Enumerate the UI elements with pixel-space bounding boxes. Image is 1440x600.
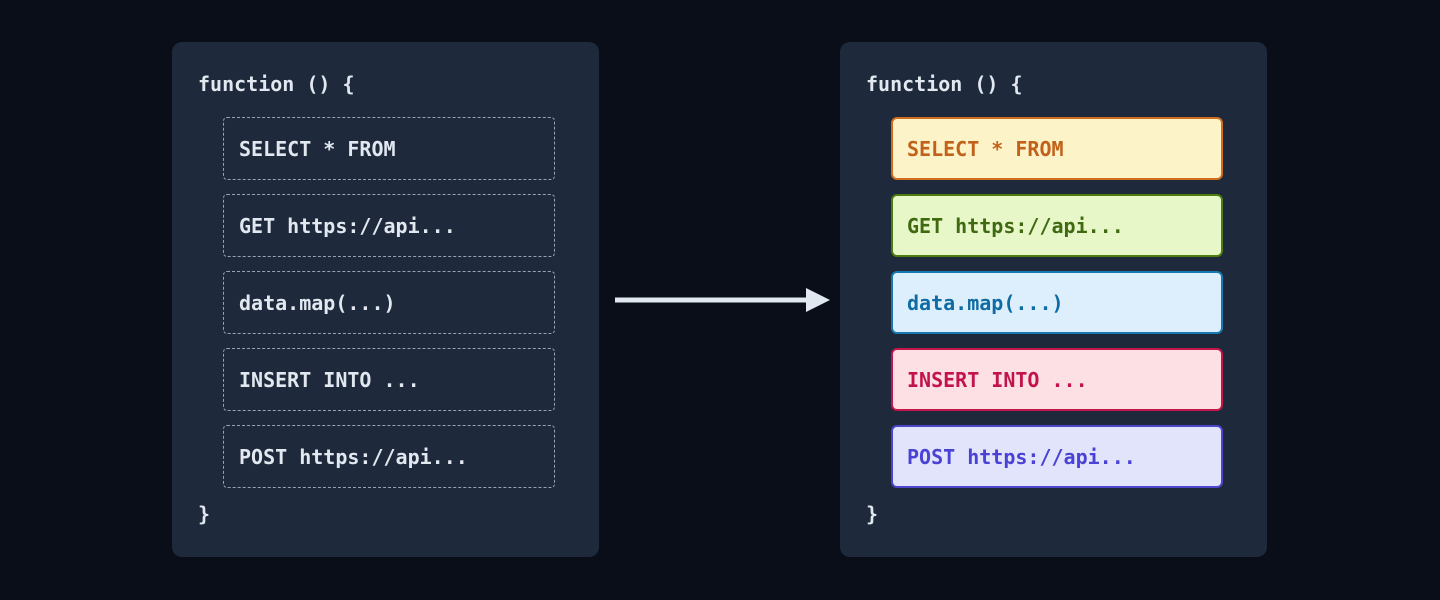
code-slot-map-highlighted: data.map(...): [891, 271, 1223, 334]
arrow-right-icon: [615, 288, 830, 312]
code-snippet-label: INSERT INTO ...: [907, 367, 1088, 392]
right-code-panel: function () { SELECT * FROM GET https://…: [840, 42, 1267, 557]
right-slot-list: SELECT * FROM GET https://api... data.ma…: [891, 117, 1267, 488]
code-snippet-label: INSERT INTO ...: [239, 367, 420, 392]
function-closing-brace: }: [866, 502, 879, 526]
code-snippet-label: POST https://api...: [239, 444, 468, 469]
code-snippet-label: data.map(...): [239, 290, 396, 315]
code-snippet-label: SELECT * FROM: [239, 136, 396, 161]
code-snippet-label: GET https://api...: [239, 213, 456, 238]
code-slot-post-highlighted: POST https://api...: [891, 425, 1223, 488]
code-slot-insert-highlighted: INSERT INTO ...: [891, 348, 1223, 411]
function-declaration: function () {: [198, 72, 355, 96]
code-slot-select: SELECT * FROM: [223, 117, 555, 180]
code-slot-post: POST https://api...: [223, 425, 555, 488]
code-slot-select-highlighted: SELECT * FROM: [891, 117, 1223, 180]
code-slot-map: data.map(...): [223, 271, 555, 334]
code-snippet-label: GET https://api...: [907, 213, 1124, 238]
function-closing-brace: }: [198, 502, 211, 526]
code-slot-get-highlighted: GET https://api...: [891, 194, 1223, 257]
code-snippet-label: POST https://api...: [907, 444, 1136, 469]
code-snippet-label: data.map(...): [907, 290, 1064, 315]
code-snippet-label: SELECT * FROM: [907, 136, 1064, 161]
code-slot-get: GET https://api...: [223, 194, 555, 257]
function-declaration: function () {: [866, 72, 1023, 96]
left-code-panel: function () { SELECT * FROM GET https://…: [172, 42, 599, 557]
left-slot-list: SELECT * FROM GET https://api... data.ma…: [223, 117, 599, 488]
code-slot-insert: INSERT INTO ...: [223, 348, 555, 411]
